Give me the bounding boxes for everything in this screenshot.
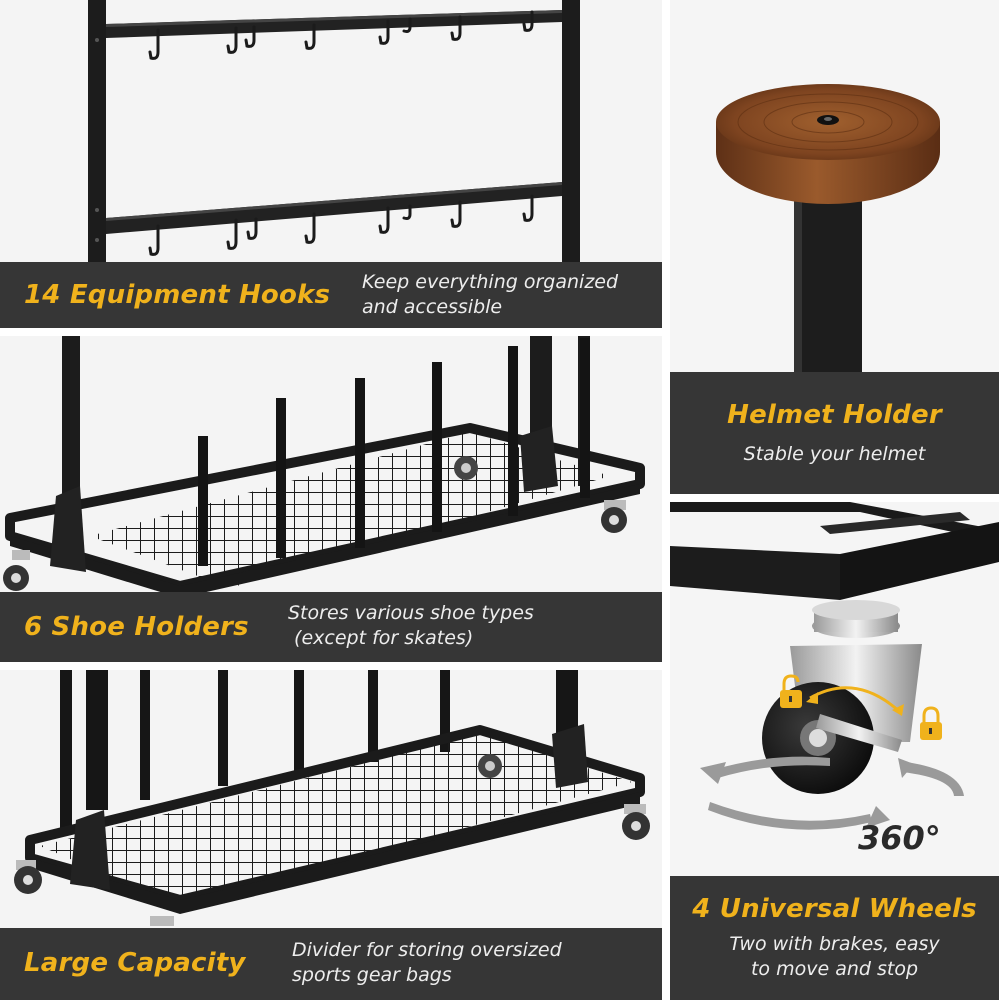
capacity-caption-band: Large Capacity Divider for storing overs… xyxy=(0,928,662,1000)
shoes-desc-line-1: Stores various shoe types xyxy=(288,602,534,624)
helmet-title: Helmet Holder xyxy=(727,400,942,430)
lock-icon xyxy=(920,706,942,740)
wheels-caption-band: 4 Universal Wheels Two with brakes, easy… xyxy=(670,876,999,1000)
hooks-panel: 14 Equipment Hooks Keep everything organ… xyxy=(0,0,662,328)
helmet-description: Stable your helmet xyxy=(743,443,926,465)
shoes-caption-band: 6 Shoe Holders Stores various shoe types… xyxy=(0,592,662,662)
capacity-title: Large Capacity xyxy=(24,948,246,978)
rotation-label: 360° xyxy=(858,819,941,857)
shoes-description: Stores various shoe types (except for sk… xyxy=(288,601,534,651)
hooks-caption-band: 14 Equipment Hooks Keep everything organ… xyxy=(0,262,662,328)
shoes-panel: 6 Shoe Holders Stores various shoe types… xyxy=(0,336,662,662)
wheels-panel: 360° 4 Universal Wheels Two with brakes,… xyxy=(670,502,999,1000)
wheels-description: Two with brakes, easy to move and stop xyxy=(670,932,999,982)
helmet-panel: Helmet Holder Stable your helmet xyxy=(670,0,999,494)
capacity-panel: Large Capacity Divider for storing overs… xyxy=(0,670,662,1000)
shoes-desc-line-2: (except for skates) xyxy=(288,627,474,649)
capacity-description: Divider for storing oversized sports gea… xyxy=(292,938,562,988)
rotate-arrow-icon xyxy=(806,686,904,716)
wheels-desc-line-1: Two with brakes, easy xyxy=(729,933,940,955)
capacity-rack-illustration xyxy=(0,670,662,1000)
hooks-desc-line-1: Keep everything organized xyxy=(362,271,619,293)
wheels-desc-line-2: to move and stop xyxy=(750,958,919,980)
capacity-desc-line-2: sports gear bags xyxy=(292,964,452,986)
capacity-desc-line-1: Divider for storing oversized xyxy=(292,939,562,961)
helmet-caption-band: Helmet Holder Stable your helmet xyxy=(670,372,999,494)
hooks-description: Keep everything organized and accessible xyxy=(362,270,618,320)
hooks-title: 14 Equipment Hooks xyxy=(24,280,331,310)
wheels-title: 4 Universal Wheels xyxy=(692,894,977,924)
shoes-title: 6 Shoe Holders xyxy=(24,612,249,642)
hooks-desc-line-2: and accessible xyxy=(362,296,503,318)
unlock-icon xyxy=(780,674,802,708)
